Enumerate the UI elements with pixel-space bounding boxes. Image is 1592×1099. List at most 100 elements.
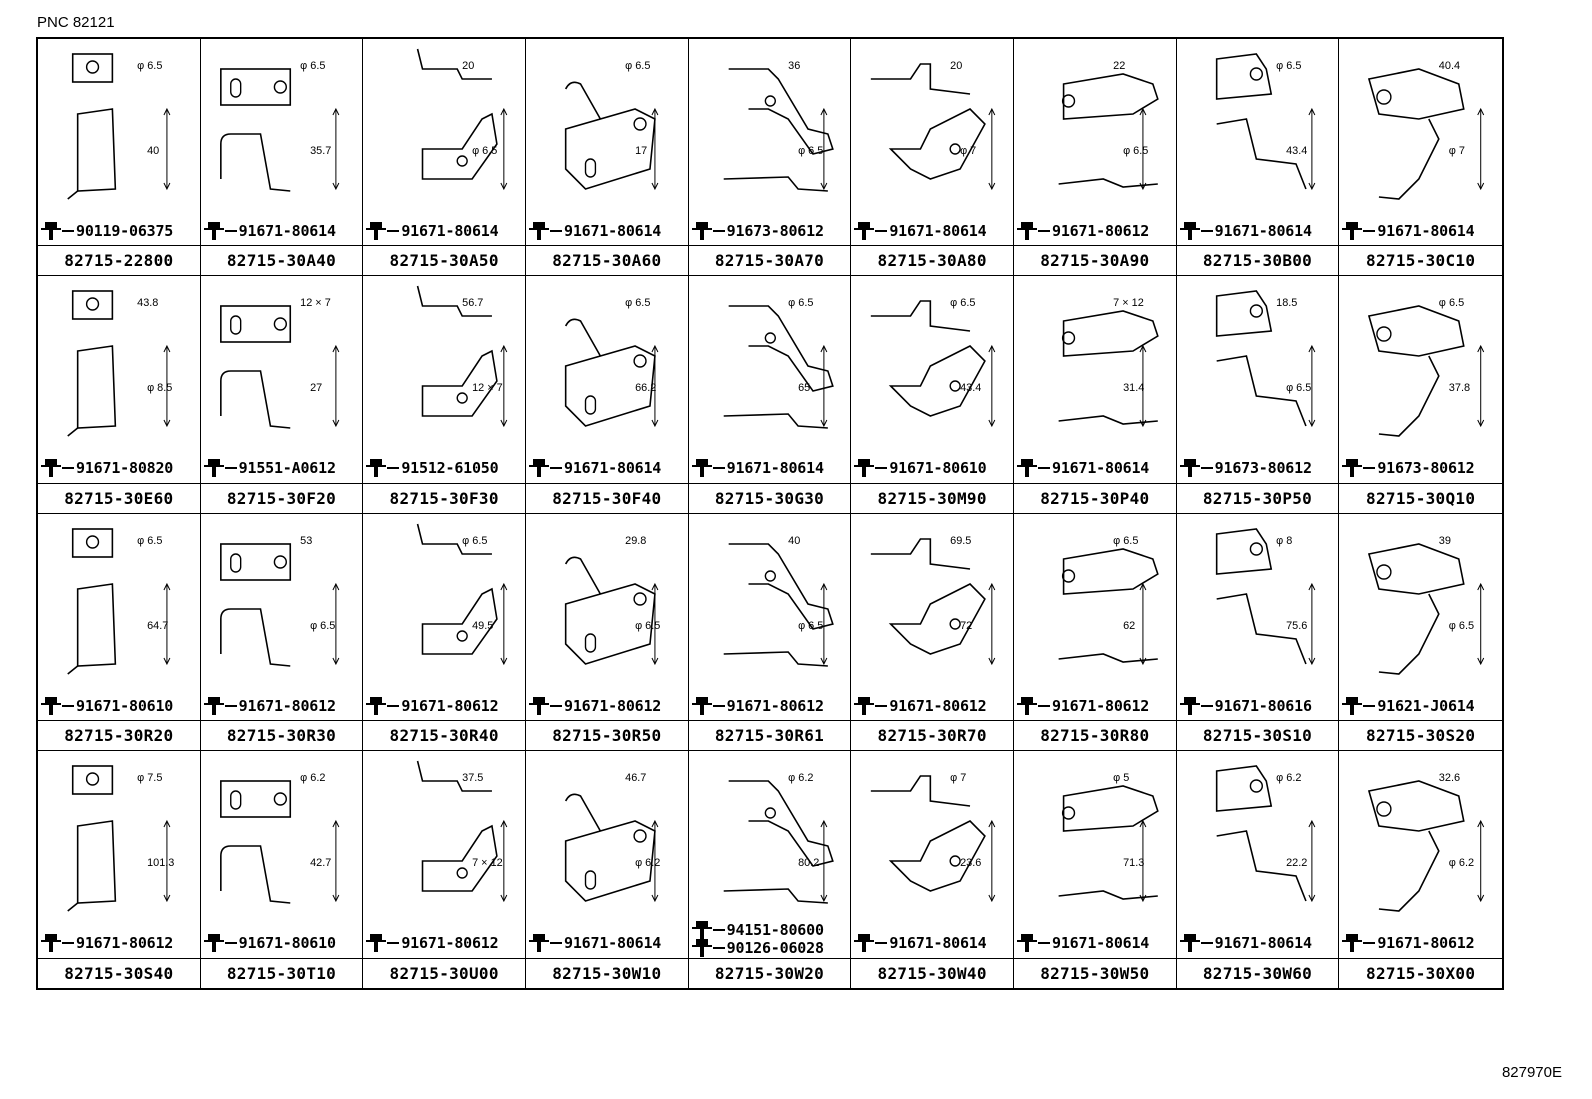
bolt-row: 91671-80614 [853, 932, 1013, 954]
bolt-row: 91671-80614 [853, 220, 1013, 242]
leader-line [712, 704, 725, 707]
dimension-label: φ 6.5 [625, 60, 650, 72]
bracket-part-number: 82715-30S10 [1176, 719, 1339, 750]
bolt-line: 91671-80614 [853, 933, 987, 952]
dimension-label: 72 [960, 619, 972, 631]
bolt-icon [1016, 696, 1038, 716]
bracket-part-number: 82715-30W40 [851, 958, 1013, 988]
bolt-row: 91551-A0612 [203, 457, 363, 479]
bolt-row: 91671-80612 [40, 932, 200, 954]
bracket-part-number: 82715-30X00 [1339, 958, 1502, 988]
bracket-part-number: 82715-30R40 [363, 719, 525, 750]
bracket-part-number: 82715-30A80 [851, 245, 1013, 275]
dimension-label: φ 7 [1449, 145, 1465, 157]
leader-line [875, 467, 888, 470]
bracket-part-number: 82715-30M90 [851, 482, 1013, 513]
bolt-icon [203, 933, 225, 953]
bolt-row: 91673-80612 [691, 220, 851, 242]
bolt-part-number: 91671-80612 [1052, 696, 1150, 715]
bolt-part-number: 90119-06375 [76, 222, 174, 240]
bolt-line: 91673-80612 [1179, 458, 1312, 478]
dimension-label: 32.6 [1439, 772, 1460, 784]
bracket-part-number: 82715-30A40 [200, 245, 363, 275]
bolt-part-number: 91671-80610 [889, 459, 987, 478]
bolt-icon [1179, 933, 1201, 953]
dimension-label: φ 6.2 [1276, 772, 1301, 784]
bracket-part-number: 82715-30G30 [688, 482, 851, 513]
bolt-part-number: 90126-06028 [726, 938, 824, 957]
bolt-part-number: 91671-80610 [76, 696, 174, 715]
bracket-part-number: 82715-30T10 [200, 958, 363, 988]
bracket-drawing: φ 6.5 64.7 [38, 514, 200, 719]
dimension-label: 64.7 [147, 619, 168, 631]
dimension-label: φ 6.5 [798, 619, 823, 631]
bracket-part-number: 82715-30U00 [363, 958, 525, 988]
bolt-part-number: 91671-80614 [1052, 459, 1150, 478]
dimension-label: φ 6.5 [951, 297, 976, 309]
bracket-part-number: 82715-30S20 [1339, 719, 1502, 750]
bracket-part-number: 82715-30W50 [1014, 958, 1176, 988]
leader-line [550, 704, 562, 707]
leader-line [712, 230, 725, 232]
bracket-part-number: 82715-30C10 [1339, 245, 1502, 275]
bolt-part-number: 91671-80614 [889, 222, 987, 240]
bolt-part-number: 91671-80612 [889, 696, 987, 715]
leader-line [875, 230, 888, 232]
bolt-icon [691, 696, 713, 716]
bolt-line: 91671-80612 [365, 933, 499, 953]
bracket-part-number: 82715-30F30 [363, 482, 525, 513]
bolt-row: 91671-80614 [1179, 220, 1339, 242]
bolt-row: 91671-80616 [1179, 695, 1339, 717]
bolt-icon [1179, 458, 1201, 478]
pnc-label: PNC 82121 [37, 14, 115, 31]
bolt-line: 91671-80612 [40, 933, 173, 952]
bolt-part-number: 91671-80612 [1052, 222, 1150, 240]
bolt-icon [691, 458, 713, 478]
dimension-label: φ 6.5 [137, 534, 162, 546]
bolt-row: 91621-J0614 [1341, 695, 1502, 717]
bolt-icon [365, 933, 387, 953]
dimension-label: 43.8 [137, 297, 158, 309]
leader-line [550, 467, 562, 470]
dimension-label: 37.8 [1449, 382, 1470, 394]
bracket-part-number: 82715-30A60 [526, 245, 688, 275]
dimension-label: 17 [635, 145, 647, 157]
bracket-part-number: 82715-30R80 [1014, 719, 1176, 750]
leader-line [1200, 467, 1213, 470]
dimension-label: 12 × 7 [472, 382, 503, 394]
dimension-label: φ 6.5 [472, 145, 497, 157]
bolt-part-number: 91671-80616 [1214, 696, 1312, 715]
bolt-icon [691, 920, 713, 940]
bolt-line: 90126-06028 [691, 938, 824, 957]
bracket-part-number: 82715-30P40 [1014, 482, 1176, 513]
bracket-part-number: 82715-22800 [38, 245, 200, 275]
dimension-label: φ 6.5 [625, 297, 650, 309]
bolt-icon [853, 458, 875, 478]
bolt-icon [1341, 933, 1363, 953]
leader-line [387, 941, 400, 944]
bolt-part-number: 91671-80614 [1214, 222, 1312, 240]
bolt-icon [1341, 696, 1363, 716]
dimension-label: 42.7 [310, 857, 331, 869]
leader-line [224, 467, 237, 470]
bolt-line: 91671-80820 [40, 459, 173, 478]
dimension-label: 23.6 [960, 857, 981, 869]
